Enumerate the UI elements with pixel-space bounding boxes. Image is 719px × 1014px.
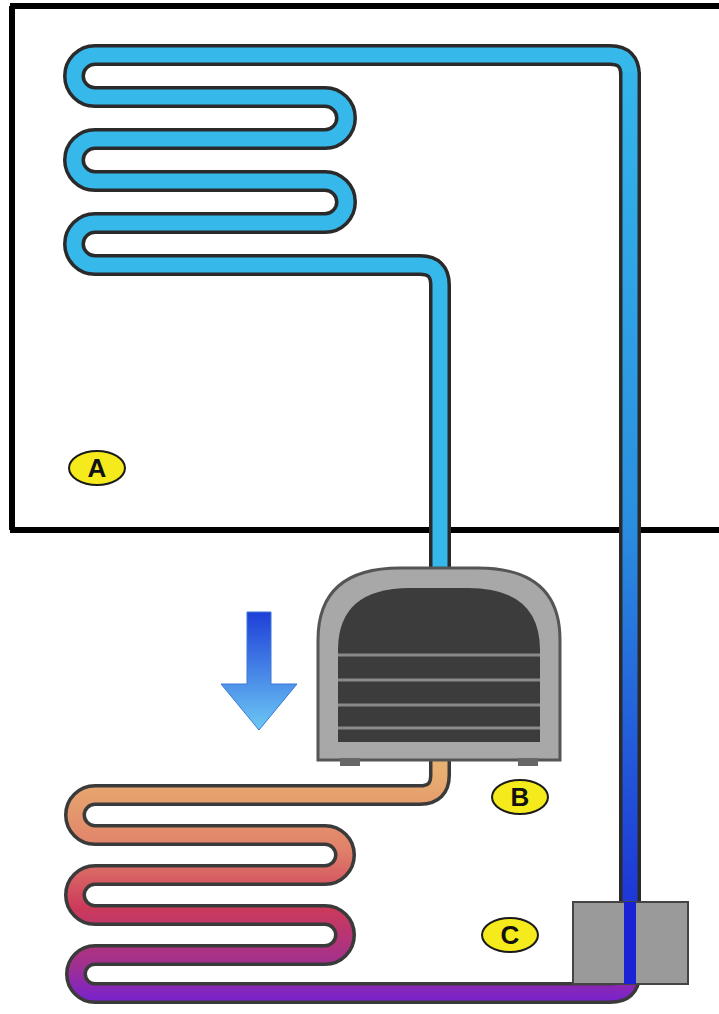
- evaporator-coil: [74, 55, 630, 575]
- return-pipe: [630, 72, 631, 985]
- expansion-valve: [573, 902, 688, 984]
- valve-pipe: [630, 902, 631, 984]
- callout-letter: C: [481, 917, 539, 953]
- compressor: [318, 568, 560, 766]
- condenser-coil: [75, 760, 630, 993]
- callout-letter: A: [68, 450, 126, 486]
- heat-arrow: [221, 612, 297, 730]
- callout-letter: B: [491, 779, 549, 815]
